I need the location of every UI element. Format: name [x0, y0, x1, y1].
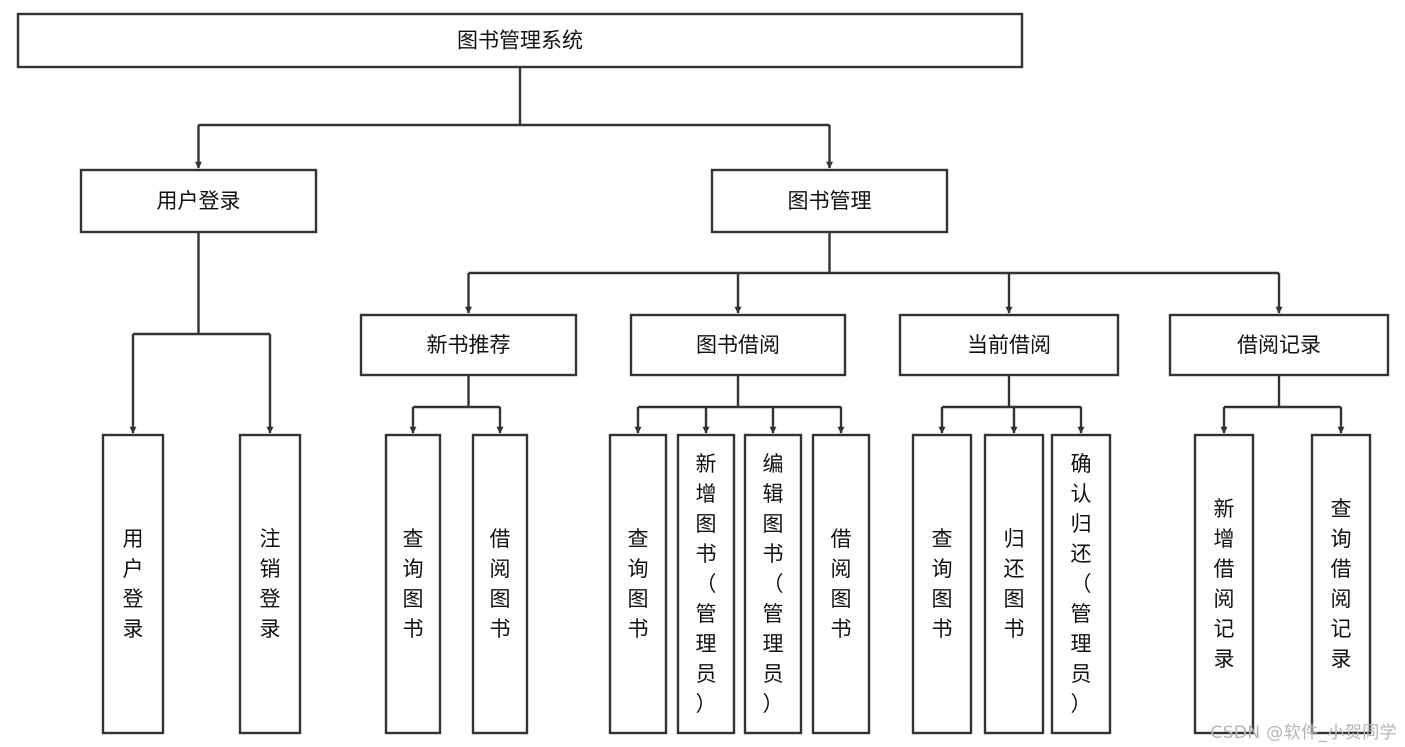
node-borrow-record[interactable]: 借阅记录 — [1168, 313, 1390, 377]
node-label: 确认归还（管理员） — [1071, 452, 1092, 716]
node-label: 当前借阅 — [967, 333, 1051, 357]
node-layer: 图书管理系统用户登录图书管理新书推荐图书借阅当前借阅借阅记录用户登录注销登录查询… — [16, 12, 1390, 735]
node-leaf-query-book-2[interactable]: 查询图书 — [608, 433, 668, 735]
node-new-book-rec[interactable]: 新书推荐 — [359, 313, 578, 377]
node-leaf-add-book[interactable]: 新增图书（管理员） — [676, 433, 736, 735]
node-label: 注销登录 — [260, 527, 281, 641]
node-label: 查询图书 — [932, 527, 953, 641]
node-label: 查询图书 — [628, 527, 649, 641]
node-current-borrow[interactable]: 当前借阅 — [898, 313, 1120, 377]
node-label: 借阅图书 — [831, 527, 852, 641]
node-leaf-query-record[interactable]: 查询借阅记录 — [1310, 433, 1372, 735]
node-leaf-user-login[interactable]: 用户登录 — [101, 433, 165, 735]
edges-from-root — [195, 67, 833, 169]
node-label: 新书推荐 — [427, 333, 511, 357]
node-leaf-logout[interactable]: 注销登录 — [238, 433, 302, 735]
node-root[interactable]: 图书管理系统 — [16, 12, 1024, 69]
edges-from-borrow-record — [1220, 375, 1345, 434]
node-book-borrow[interactable]: 图书借阅 — [629, 313, 847, 377]
node-leaf-query-book-1[interactable]: 查询图书 — [384, 433, 442, 735]
node-leaf-edit-book[interactable]: 编辑图书（管理员） — [743, 433, 803, 735]
node-leaf-query-book-3[interactable]: 查询图书 — [911, 433, 973, 735]
node-leaf-add-record[interactable]: 新增借阅记录 — [1193, 433, 1255, 735]
edges-from-book-borrow — [634, 375, 845, 434]
node-label: 借阅图书 — [490, 527, 511, 641]
node-leaf-borrow-book-2[interactable]: 借阅图书 — [811, 433, 871, 735]
edges-from-user-login — [129, 232, 274, 434]
node-label: 新增借阅记录 — [1214, 497, 1235, 671]
node-label: 用户登录 — [157, 189, 241, 213]
watermark-label: CSDN @软件_小贺同学 — [1210, 723, 1397, 743]
node-user-login[interactable]: 用户登录 — [79, 168, 318, 234]
node-leaf-return-book[interactable]: 归还图书 — [983, 433, 1045, 735]
node-label: 查询图书 — [403, 527, 424, 641]
node-label: 新增图书（管理员） — [696, 452, 717, 716]
node-label: 归还图书 — [1004, 527, 1025, 641]
edges-from-current-borrow — [938, 375, 1085, 434]
edges-from-book-manage — [465, 232, 1283, 314]
node-leaf-confirm-return[interactable]: 确认归还（管理员） — [1050, 433, 1112, 735]
edge-layer — [129, 67, 1345, 434]
node-label: 用户登录 — [123, 527, 144, 641]
node-label: 图书借阅 — [696, 333, 780, 357]
node-label: 查询借阅记录 — [1331, 497, 1352, 671]
node-book-manage[interactable]: 图书管理 — [710, 168, 949, 234]
node-label: 借阅记录 — [1237, 333, 1321, 357]
node-label: 图书管理系统 — [457, 29, 583, 53]
edges-from-new-book-rec — [409, 375, 504, 434]
node-leaf-borrow-book-1[interactable]: 借阅图书 — [471, 433, 529, 735]
node-label: 编辑图书（管理员） — [763, 452, 784, 716]
node-label: 图书管理 — [788, 189, 872, 213]
